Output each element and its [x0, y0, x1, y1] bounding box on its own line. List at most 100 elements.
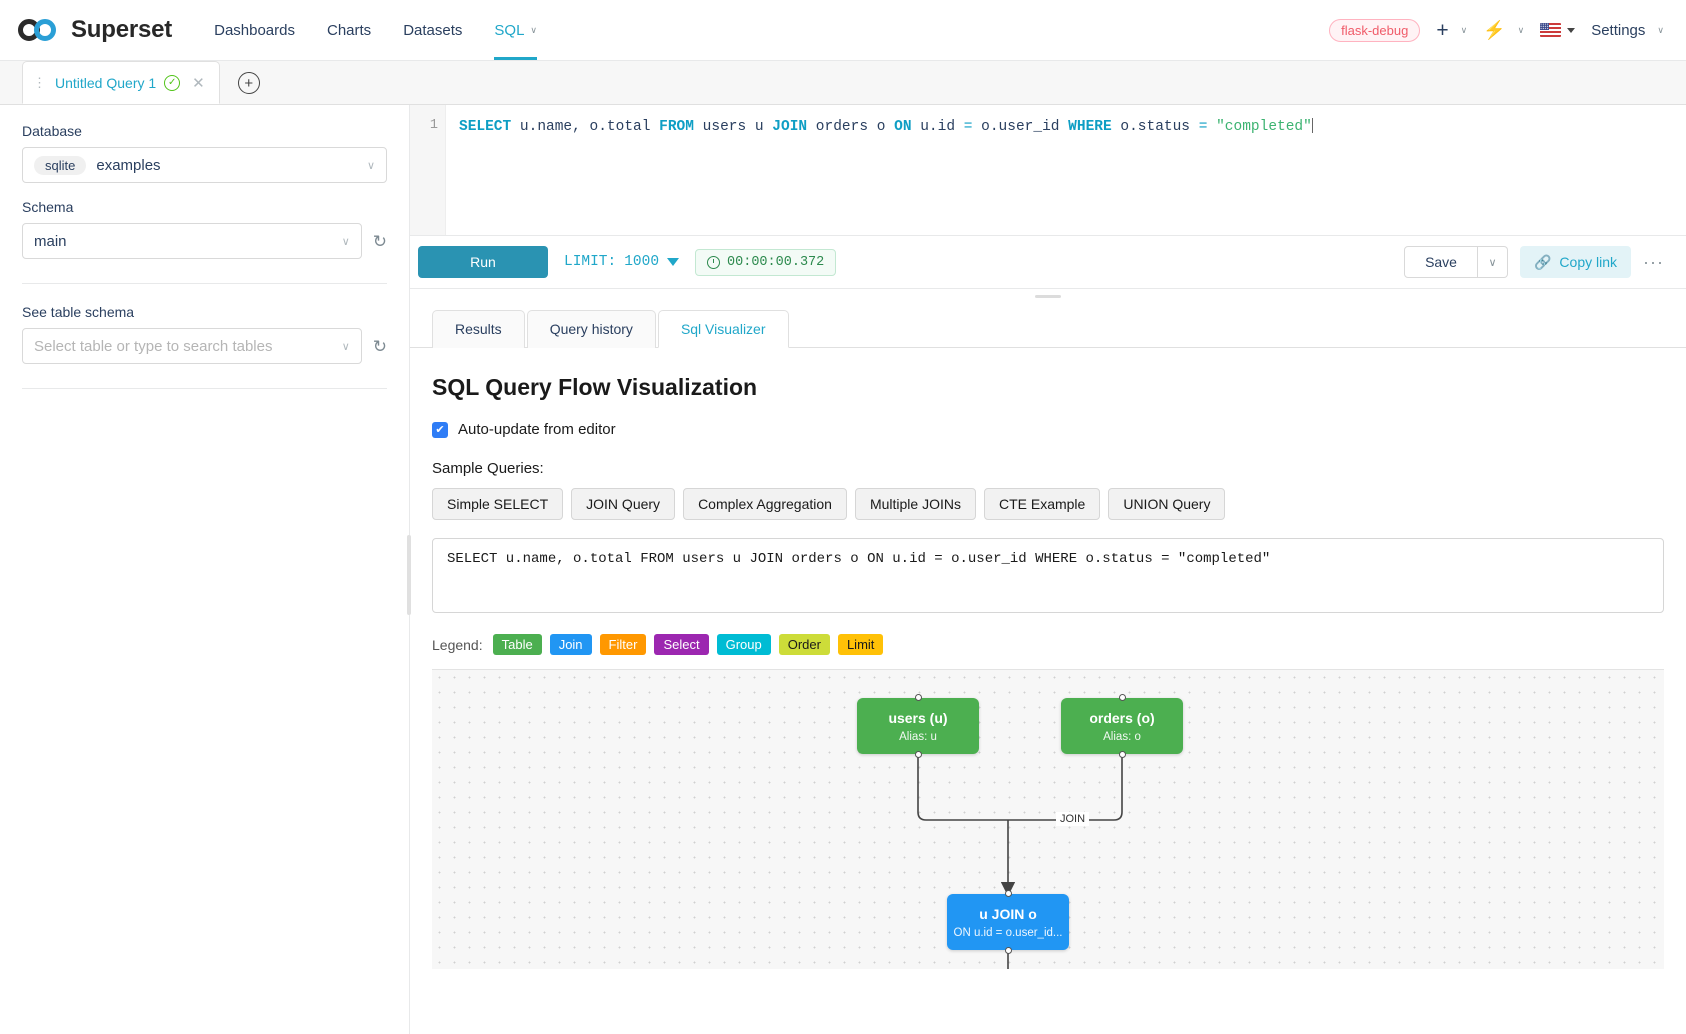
query-tab-label: Untitled Query 1 [55, 74, 157, 91]
triangle-down-icon [1567, 27, 1576, 33]
nav-link-dashboards[interactable]: Dashboards [214, 0, 295, 60]
sql-token: users u [693, 119, 773, 135]
sql-token: JOIN [772, 119, 808, 135]
refresh-tables-icon[interactable]: ↻ [372, 336, 387, 356]
close-icon[interactable]: ✕ [192, 74, 205, 92]
timer-value: 00:00:00.372 [727, 254, 825, 270]
clock-icon [707, 255, 721, 269]
table-search-placeholder: Select table or type to search tables [34, 337, 273, 355]
more-options-icon[interactable]: ··· [1643, 251, 1664, 272]
run-button[interactable]: Run [418, 246, 548, 278]
sql-token: o.status [1111, 119, 1199, 135]
limit-value: 1000 [624, 254, 660, 270]
page-shell: Database sqlite examples ∨ Schema main ∨… [0, 105, 1686, 1034]
settings-label: Settings [1591, 21, 1646, 39]
refresh-schema-icon[interactable]: ↻ [372, 231, 387, 251]
chevron-down-icon: ∨ [341, 235, 350, 248]
ace-editor[interactable]: 1 SELECT u.name, o.total FROM users u JO… [410, 105, 1686, 235]
plus-icon: + [1436, 18, 1449, 42]
sample-query-button-1[interactable]: JOIN Query [571, 488, 676, 520]
node-handle-bottom[interactable] [914, 751, 922, 758]
query-tab-untitled-query-1[interactable]: ⋮ Untitled Query 1 ✓ ✕ [22, 61, 220, 104]
nav-link-datasets[interactable]: Datasets [403, 0, 462, 60]
flow-edges [917, 754, 1123, 969]
copy-link-button[interactable]: 🔗 Copy link [1519, 246, 1632, 278]
database-label: Database [22, 123, 82, 139]
legend-chip-limit: Limit [837, 634, 884, 655]
text-caret [1311, 118, 1313, 133]
schema-select[interactable]: main ∨ [22, 223, 362, 259]
copy-link-label: Copy link [1559, 254, 1618, 270]
node-handle-bottom[interactable] [1118, 751, 1126, 758]
add-query-tab-button[interactable]: + [237, 72, 260, 94]
node-handle-top[interactable] [914, 694, 922, 701]
flow-node-title: orders (o) [1089, 709, 1155, 726]
brand-logo-group[interactable]: Superset [18, 16, 172, 44]
editor-code-area[interactable]: SELECT u.name, o.total FROM users u JOIN… [446, 105, 1686, 235]
legend-chip-group: Group [716, 634, 771, 655]
top-navbar: Superset Dashboards Charts Datasets SQL … [0, 0, 1686, 61]
chevron-down-icon: ∨ [366, 159, 375, 172]
drag-handle-icon[interactable]: ⋮ [33, 75, 47, 90]
flow-node-subtitle: Alias: u [899, 730, 937, 743]
sample-query-button-0[interactable]: Simple SELECT [432, 488, 564, 520]
editor-gutter: 1 [410, 105, 446, 235]
flask-debug-badge[interactable]: flask-debug [1329, 18, 1421, 42]
query-timer: 00:00:00.372 [695, 248, 837, 276]
chevron-down-icon: ∨ [1657, 24, 1664, 35]
new-item-button[interactable]: + ∨ [1436, 20, 1467, 41]
sql-editor: 1 SELECT u.name, o.total FROM users u JO… [410, 105, 1686, 235]
table-schema-row: Select table or type to search tables ∨ … [22, 328, 387, 364]
table-search-select[interactable]: Select table or type to search tables ∨ [22, 328, 362, 364]
us-flag-icon [1540, 23, 1562, 37]
nav-link-sql[interactable]: SQL ∨ [494, 0, 537, 60]
save-button[interactable]: Save [1404, 246, 1478, 278]
left-query-panel: Database sqlite examples ∨ Schema main ∨… [0, 105, 411, 1034]
editor-toolbar: Run LIMIT: 1000 00:00:00.372 Save ∨ 🔗 Co… [410, 235, 1686, 289]
sql-token: = [1198, 119, 1208, 135]
tab-query-history[interactable]: Query history [526, 310, 656, 348]
flow-node-orders[interactable]: orders (o) Alias: o [1061, 694, 1183, 758]
legend-chip-select: Select [654, 634, 709, 655]
sql-input-textarea[interactable] [432, 538, 1664, 613]
sample-query-button-4[interactable]: CTE Example [983, 488, 1101, 520]
sql-visualizer-panel: SQL Query Flow Visualization ✔ Auto-upda… [410, 348, 1686, 1034]
auto-update-checkbox[interactable]: ✔ [432, 421, 448, 438]
panel-resize-handle[interactable] [407, 535, 411, 615]
flow-node-title: u JOIN o [979, 905, 1037, 922]
navbar-right-group: flask-debug + ∨ ⚡ ∨ Settings ∨ [1329, 18, 1664, 42]
nav-label-sql: SQL [494, 21, 525, 39]
settings-menu[interactable]: Settings ∨ [1591, 22, 1664, 39]
sample-query-button-3[interactable]: Multiple JOINs [854, 488, 976, 520]
limit-label: LIMIT: [564, 254, 617, 270]
sample-query-button-5[interactable]: UNION Query [1108, 488, 1226, 520]
editor-resize-handle[interactable] [410, 289, 1686, 303]
node-handle-top[interactable] [1004, 890, 1012, 897]
tab-results[interactable]: Results [432, 310, 525, 348]
sample-query-button-2[interactable]: Complex Aggregation [683, 488, 847, 520]
flow-diagram-canvas[interactable]: JOIN users (u)Alias: u orders (o) Alias: o u… [432, 669, 1664, 969]
flow-node-users[interactable]: users (u)Alias: u [857, 694, 979, 758]
sql-token: FROM [659, 119, 694, 135]
legend-chip-filter: Filter [599, 634, 647, 655]
chevron-down-icon: ∨ [530, 24, 537, 35]
brand-name: Superset [71, 16, 173, 43]
schema-value: main [34, 232, 67, 250]
node-handle-bottom[interactable] [1004, 947, 1012, 954]
bolt-icon: ⚡ [1483, 20, 1506, 40]
alerts-button[interactable]: ⚡ ∨ [1483, 21, 1524, 39]
legend-chip-table: Table [492, 634, 542, 655]
nav-link-charts[interactable]: Charts [327, 0, 371, 60]
save-dropdown-chevron-icon[interactable]: ∨ [1477, 246, 1508, 278]
limit-dropdown[interactable]: LIMIT: 1000 [564, 254, 680, 270]
flow-node-subtitle: Alias: o [1103, 730, 1141, 743]
tab-sql-visualizer[interactable]: Sql Visualizer [657, 310, 789, 348]
sql-token: = [963, 119, 973, 135]
database-select[interactable]: sqlite examples ∨ [22, 147, 387, 183]
language-selector[interactable] [1540, 23, 1576, 37]
sql-token: u.id [911, 119, 964, 135]
node-handle-top[interactable] [1118, 694, 1126, 701]
legend-chip-join: Join [549, 634, 592, 655]
edge-label-join: JOIN [1056, 812, 1090, 826]
